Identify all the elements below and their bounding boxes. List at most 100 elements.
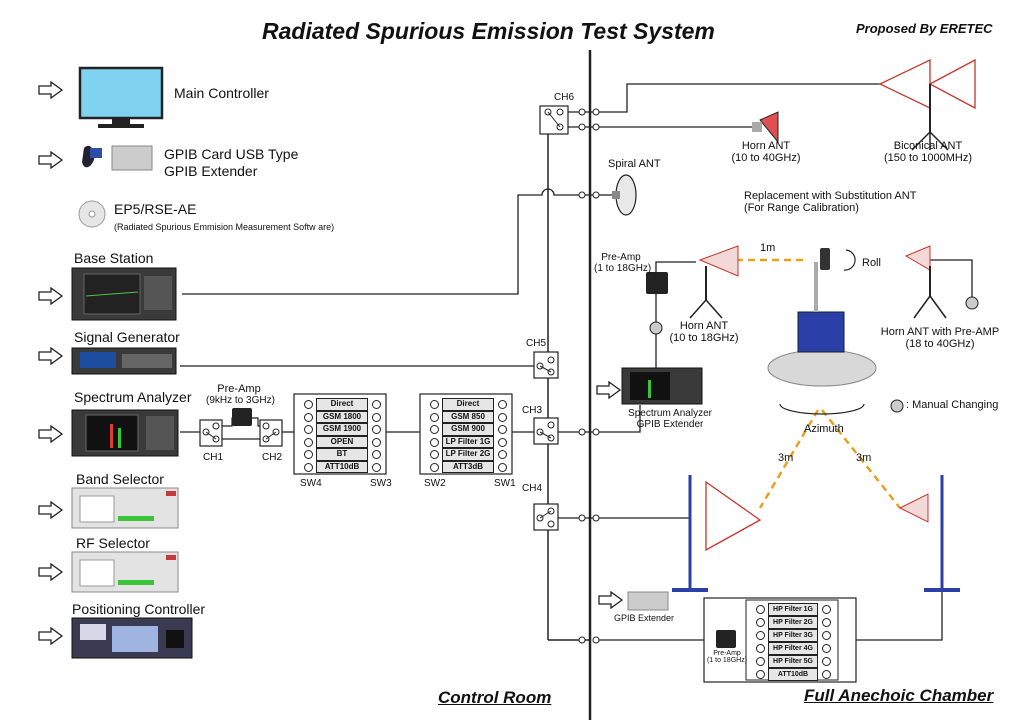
turntable-positioner — [767, 248, 877, 415]
port-icon — [822, 618, 831, 627]
port-icon — [430, 412, 439, 422]
chamber-filter-label: HP Filter 5G — [773, 658, 813, 665]
biconical-antenna-icon — [878, 58, 976, 151]
signal-generator-label: Signal Generator — [74, 329, 180, 345]
chamber-filter-row: HP Filter 5G — [768, 655, 818, 668]
port-icon — [304, 412, 313, 422]
chamber-filter-row: HP Filter 2G — [768, 616, 818, 629]
port-icon — [756, 605, 765, 614]
port-icon — [304, 437, 313, 447]
port-icon — [498, 412, 507, 422]
gpib-card-icon — [82, 145, 153, 171]
port-icon — [372, 400, 381, 409]
arrow-icon — [38, 563, 64, 581]
diagram-title: Radiated Spurious Emission Test System — [262, 18, 715, 44]
sw2-path-row: ATT3dB — [442, 460, 494, 473]
ch6-label: CH6 — [554, 92, 575, 103]
signal-generator-device — [71, 347, 177, 375]
preamp-left-label: Pre-Amp (9kHz to 3GHz) — [206, 383, 275, 406]
arrow-icon — [38, 151, 64, 169]
byline: Proposed By ERETEC — [856, 21, 993, 36]
positioning-controller-label: Positioning Controller — [72, 601, 206, 617]
sw1-label: SW1 — [494, 478, 516, 489]
arrow-icon — [38, 287, 64, 305]
sw2-path-row: GSM 900 — [442, 423, 494, 436]
sw2-path-label: ATT3dB — [452, 461, 484, 471]
port-icon — [822, 644, 831, 653]
port-icon — [304, 425, 313, 434]
port-icon — [498, 400, 507, 409]
sw4-path-row: GSM 1800 — [316, 410, 368, 423]
base-station-device — [71, 267, 177, 321]
horn-antenna-18-icon — [689, 245, 739, 319]
port-icon — [430, 450, 439, 459]
sw2-path-label: LP Filter 2G — [445, 449, 491, 458]
arrow-icon — [38, 501, 64, 519]
port-icon — [430, 425, 439, 434]
arrow-icon — [598, 591, 624, 609]
chamber-sa-label: Spectrum Analyzer GPIB Extender — [628, 408, 712, 430]
ch5-label: CH5 — [526, 338, 547, 349]
positioning-controller-device — [71, 617, 193, 659]
chamber-preamp2-label: Pre-Amp (1 to 18GHz) — [706, 650, 748, 664]
arrow-icon — [38, 81, 64, 99]
arrow-icon — [38, 627, 64, 645]
ch4-label: CH4 — [522, 483, 543, 494]
gpib-extender-label: GPIB Extender — [164, 163, 258, 179]
spiral-antenna-label: Spiral ANT — [608, 158, 661, 170]
preamp-chamber-box — [646, 272, 668, 294]
port-icon — [756, 618, 765, 627]
sw3-label: SW3 — [370, 478, 392, 489]
port-icon — [430, 462, 439, 472]
band-selector-device — [71, 487, 179, 529]
sw4-label: SW4 — [300, 478, 322, 489]
control-room-label: Control Room — [438, 688, 552, 707]
rf-selector-device — [71, 551, 179, 593]
chamber-filter-row: ATT10dB — [768, 668, 818, 681]
port-icon — [430, 400, 439, 409]
arrow-icon — [596, 381, 622, 399]
port-icon — [498, 450, 507, 459]
port-icon — [304, 400, 313, 409]
horn-antenna-preamp-label: Horn ANT with Pre-AMP (18 to 40GHz) — [880, 326, 1000, 350]
port-icon — [304, 462, 313, 472]
sw2-label: SW2 — [424, 478, 446, 489]
sw4-path-label: OPEN — [330, 436, 354, 446]
ch1-label: CH1 — [203, 452, 224, 463]
chamber-filter-label: HP Filter 3G — [773, 632, 813, 639]
sw2-path-row: LP Filter 2G — [442, 448, 494, 461]
port-icon — [756, 657, 765, 666]
biconical-antenna-label: Biconical ANT (150 to 1000MHz) — [883, 140, 973, 164]
sw2-path-row: LP Filter 1G — [442, 435, 494, 448]
chamber-filter-label: HP Filter 1G — [773, 606, 813, 613]
spiral-antenna-icon — [612, 174, 637, 216]
chamber-filter-row: HP Filter 4G — [768, 642, 818, 655]
port-icon — [756, 631, 765, 640]
sw2-path-label: GSM 900 — [451, 424, 485, 433]
arrow-icon — [38, 347, 64, 365]
port-icon — [372, 425, 381, 434]
port-icon — [304, 450, 313, 459]
ch3-label: CH3 — [522, 405, 543, 416]
software-name: EP5/RSE-AE — [114, 201, 197, 217]
gpib-card-label: GPIB Card USB Type — [164, 146, 299, 162]
replacement-note: Replacement with Substitution ANT (For R… — [744, 190, 917, 214]
spectrum-analyzer-device — [71, 409, 179, 457]
chamber-gpib-extender-label: GPIB Extender — [614, 613, 675, 623]
sw4-path-label: Direct — [330, 399, 354, 408]
distance-1m: 1m — [760, 242, 776, 254]
sw2-path-label: LP Filter 1G — [445, 436, 491, 446]
manual-changing-legend: : Manual Changing — [906, 399, 999, 411]
port-icon — [756, 644, 765, 653]
distance-3m-right: 3m — [856, 452, 872, 464]
horn-antenna-18-label: Horn ANT (10 to 18GHz) — [669, 320, 739, 344]
port-icon — [372, 437, 381, 447]
chamber-filter-label: HP Filter 2G — [773, 619, 813, 626]
port-icon — [498, 462, 507, 472]
azimuth-label: Azimuth — [804, 423, 844, 435]
sw2-path-row: Direct — [442, 398, 494, 411]
port-icon — [756, 670, 765, 679]
horn-antenna-40-icon — [752, 111, 779, 144]
software-desc: (Radiated Spurious Emmision Measurement … — [114, 222, 335, 232]
sw4-path-row: ATT10dB — [316, 460, 368, 473]
